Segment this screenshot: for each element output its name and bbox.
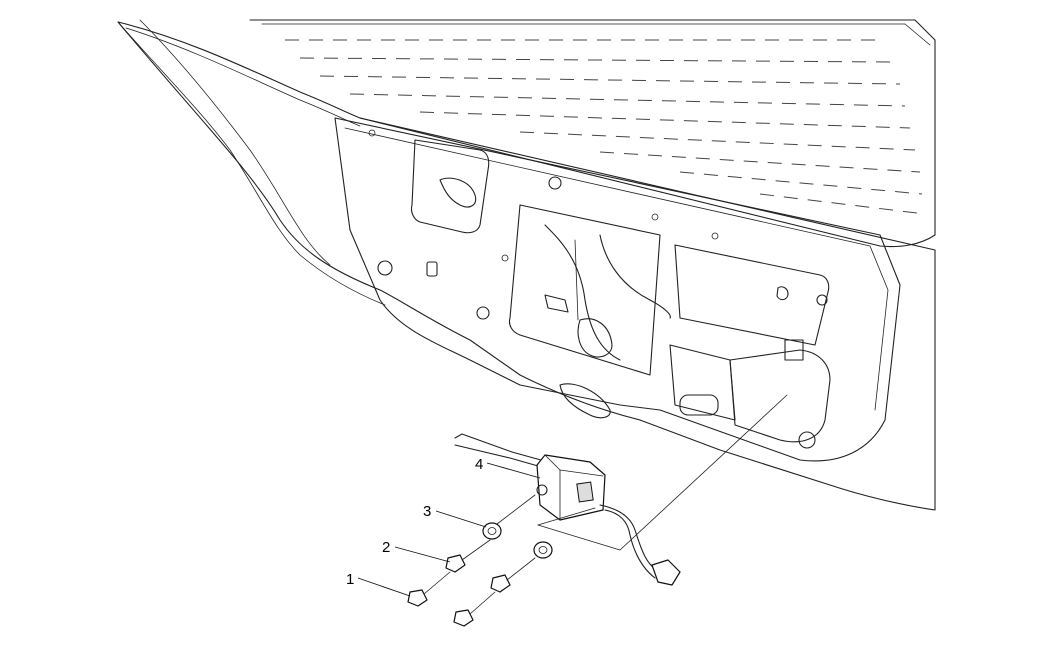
glass-shading [285,39,926,215]
grommet-3 [482,494,536,540]
callout-4: 4 [475,456,483,473]
nut-1 [407,571,451,607]
leader-1 [357,577,411,597]
bolt-2 [445,539,491,573]
nut-alt [453,591,496,627]
callout-1: 1 [346,571,354,588]
bolt-alt [490,557,536,593]
actuator-assembly [454,433,681,586]
grommet-alt [533,541,553,559]
callout-3: 3 [423,503,431,520]
callout-2: 2 [382,539,390,556]
liftgate-panel [117,19,936,511]
leader-4 [486,462,541,479]
assembly-guide-line [537,394,788,551]
leader-2 [394,546,451,563]
leader-3 [435,510,487,528]
